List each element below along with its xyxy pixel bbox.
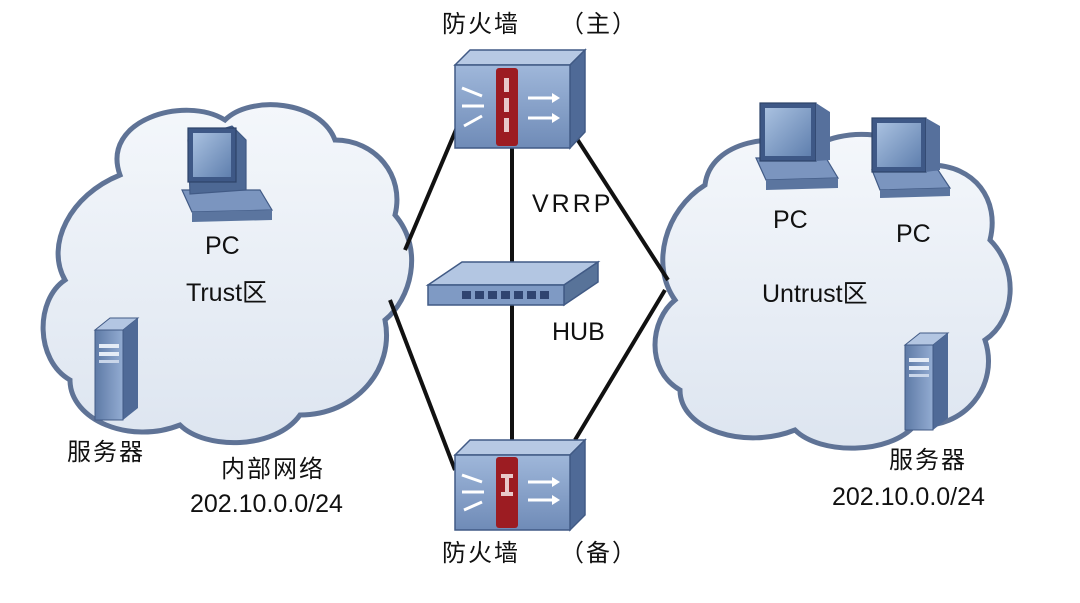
firewall-backup-device [453, 438, 587, 532]
untrust-zone-label: Untrust区 [762, 280, 868, 308]
untrust-network-address: 202.10.0.0/24 [832, 483, 985, 511]
link-backup-fw-to-untrust [573, 288, 667, 442]
trust-pc-icon [181, 125, 274, 222]
hub-label: HUB [552, 318, 605, 346]
firewall-main-label: 防火墙 [442, 10, 520, 38]
trust-zone-label: Trust区 [186, 279, 268, 307]
firewall-main-device [453, 48, 587, 150]
vrrp-label: VRRP [532, 190, 614, 218]
trust-pc-label: PC [205, 232, 240, 260]
trust-server-label: 服务器 [67, 438, 145, 466]
link-main-fw-to-untrust [568, 126, 670, 282]
link-trust-to-main-fw [403, 124, 460, 251]
untrust-pc1-icon [755, 102, 840, 190]
internal-network-label: 内部网络 [221, 455, 325, 483]
hub-device [425, 260, 601, 307]
trust-network-address: 202.10.0.0/24 [190, 490, 343, 518]
untrust-pc2-label: PC [896, 220, 931, 248]
untrust-pc2-icon [871, 117, 952, 198]
firewall-backup-label: 防火墙 [442, 539, 520, 567]
untrust-server-icon [903, 332, 950, 431]
untrust-server-label: 服务器 [889, 446, 967, 474]
firewall-main-role: （主） [560, 10, 638, 38]
firewall-backup-role: （备） [560, 539, 638, 567]
trust-server-icon [93, 317, 140, 421]
network-links [388, 124, 670, 471]
untrust-pc1-label: PC [773, 206, 808, 234]
link-trust-to-backup-fw [388, 299, 457, 471]
